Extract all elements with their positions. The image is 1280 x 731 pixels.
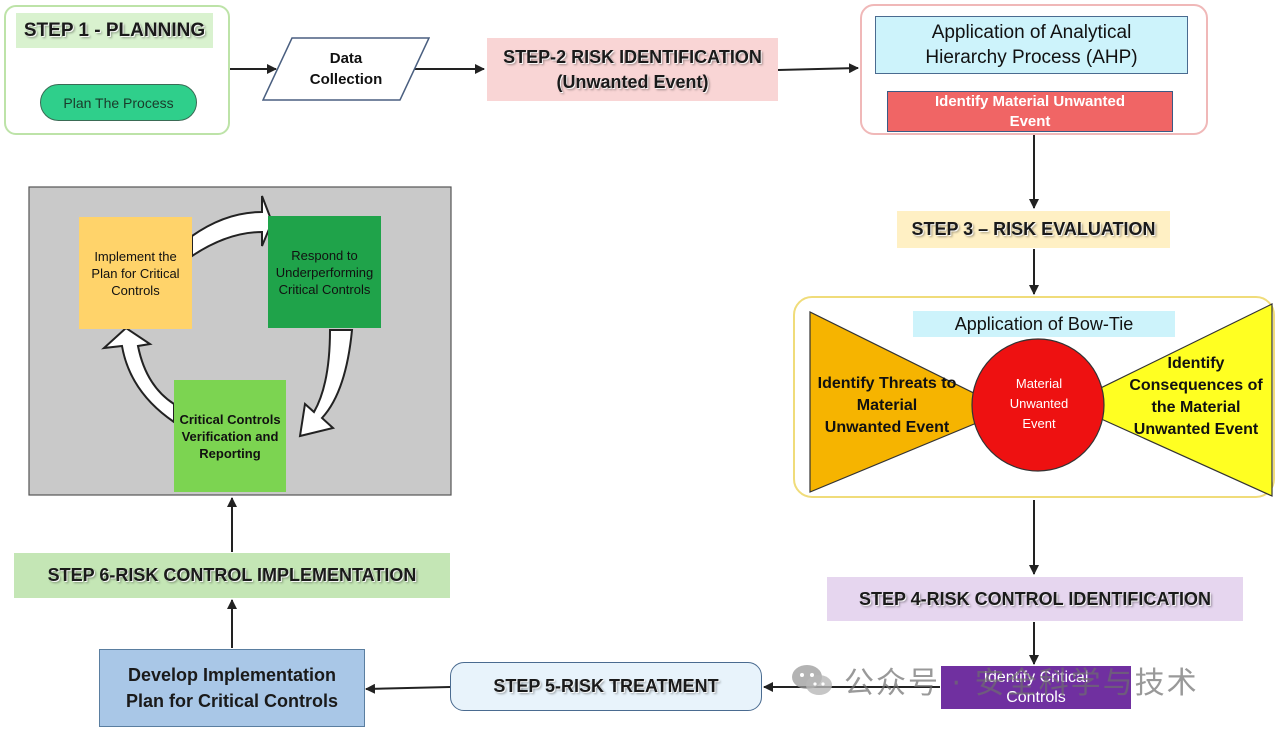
implement-line1: Implement the [94,248,177,264]
step5-node: STEP 5-RISK TREATMENT [450,662,762,711]
bowtie-center-circle [971,338,1105,472]
verify-line3: Reporting [199,445,261,461]
verify-line2: Verification and [181,428,279,444]
ahp-line2: Hierarchy Process (AHP) [925,47,1138,68]
bowtie-right-wing [1066,303,1273,497]
data-collection-node: Data Collection [262,37,430,101]
identify-material-line2: Event [1009,112,1051,130]
center-line3: Event [1022,416,1056,431]
center-line1: Material [1015,376,1063,391]
wechat-icon [790,663,834,697]
data-collection-line2: Collection [309,71,383,88]
implement-plan-node: Implement the Plan for Critical Controls [79,217,192,329]
cycle-arrow-right [298,329,354,438]
bowtie-left-wing [809,311,1010,493]
identify-critical-line1: Identify Critical [983,668,1089,686]
center-line2: Unwanted [1009,396,1069,411]
step6-node: STEP 6-RISK CONTROL IMPLEMENTATION [14,553,450,598]
identify-critical-line2: Controls [1006,688,1066,706]
watermark: 公众号 · 安全科学与技术 [790,660,1250,701]
identify-critical-controls-node: Identify Critical Controls [941,666,1131,709]
verify-line1: Critical Controls [179,411,281,427]
watermark-text: 公众号 · 安全科学与技术 [844,666,1199,701]
implement-line3: Controls [111,282,160,298]
threats-line1: Identify Threats to [817,375,957,392]
bowtie-title: Application of Bow-Tie [913,311,1175,337]
plan-process-node: Plan The Process [40,84,197,121]
step1-title: STEP 1 - PLANNING [16,13,213,48]
verification-node: Critical Controls Verification and Repor… [174,380,286,492]
step2-line2: (Unwanted Event) [556,71,709,92]
respond-line2: Underperforming [275,264,374,280]
step2-line1: STEP-2 RISK IDENTIFICATION [503,46,762,67]
ahp-node: Application of Analytical Hierarchy Proc… [875,16,1188,74]
bowtie-consequences-text: Identify Consequences of the Material Un… [1116,350,1276,444]
respond-node: Respond to Underperforming Critical Cont… [268,216,381,328]
step3-node: STEP 3 – RISK EVALUATION [897,211,1170,248]
identify-material-event-node: Identify Material Unwanted Event [887,91,1173,132]
consequences-line1: Identify [1167,355,1225,372]
cycle-arrow-top [191,195,274,258]
consequences-line2: Consequences of [1129,377,1263,394]
step2-node: STEP-2 RISK IDENTIFICATION (Unwanted Eve… [487,38,778,101]
threats-line3: Unwanted Event [824,419,950,436]
respond-line3: Critical Controls [278,281,371,297]
implement-line2: Plan for Critical [91,265,180,281]
consequences-line4: Unwanted Event [1133,421,1259,438]
respond-line1: Respond to [291,247,358,263]
step4-node: STEP 4-RISK CONTROL IDENTIFICATION [827,577,1243,621]
data-collection-line1: Data [329,50,363,67]
arrow-step2-to-ahp [777,63,859,74]
ahp-line1: Application of Analytical [931,22,1132,43]
identify-material-line1: Identify Material Unwanted [934,92,1126,110]
arrow-step5-to-develop [365,683,451,694]
develop-line1: Develop Implementation [127,665,337,685]
consequences-line3: the Material [1151,399,1241,416]
develop-plan-node: Develop Implementation Plan for Critical… [99,649,365,727]
threats-line2: Material [856,397,918,414]
develop-line2: Plan for Critical Controls [125,691,339,711]
bowtie-threats-text: Identify Threats to Material Unwanted Ev… [806,372,968,440]
bowtie-center-text: Material Unwanted Event [992,372,1086,436]
